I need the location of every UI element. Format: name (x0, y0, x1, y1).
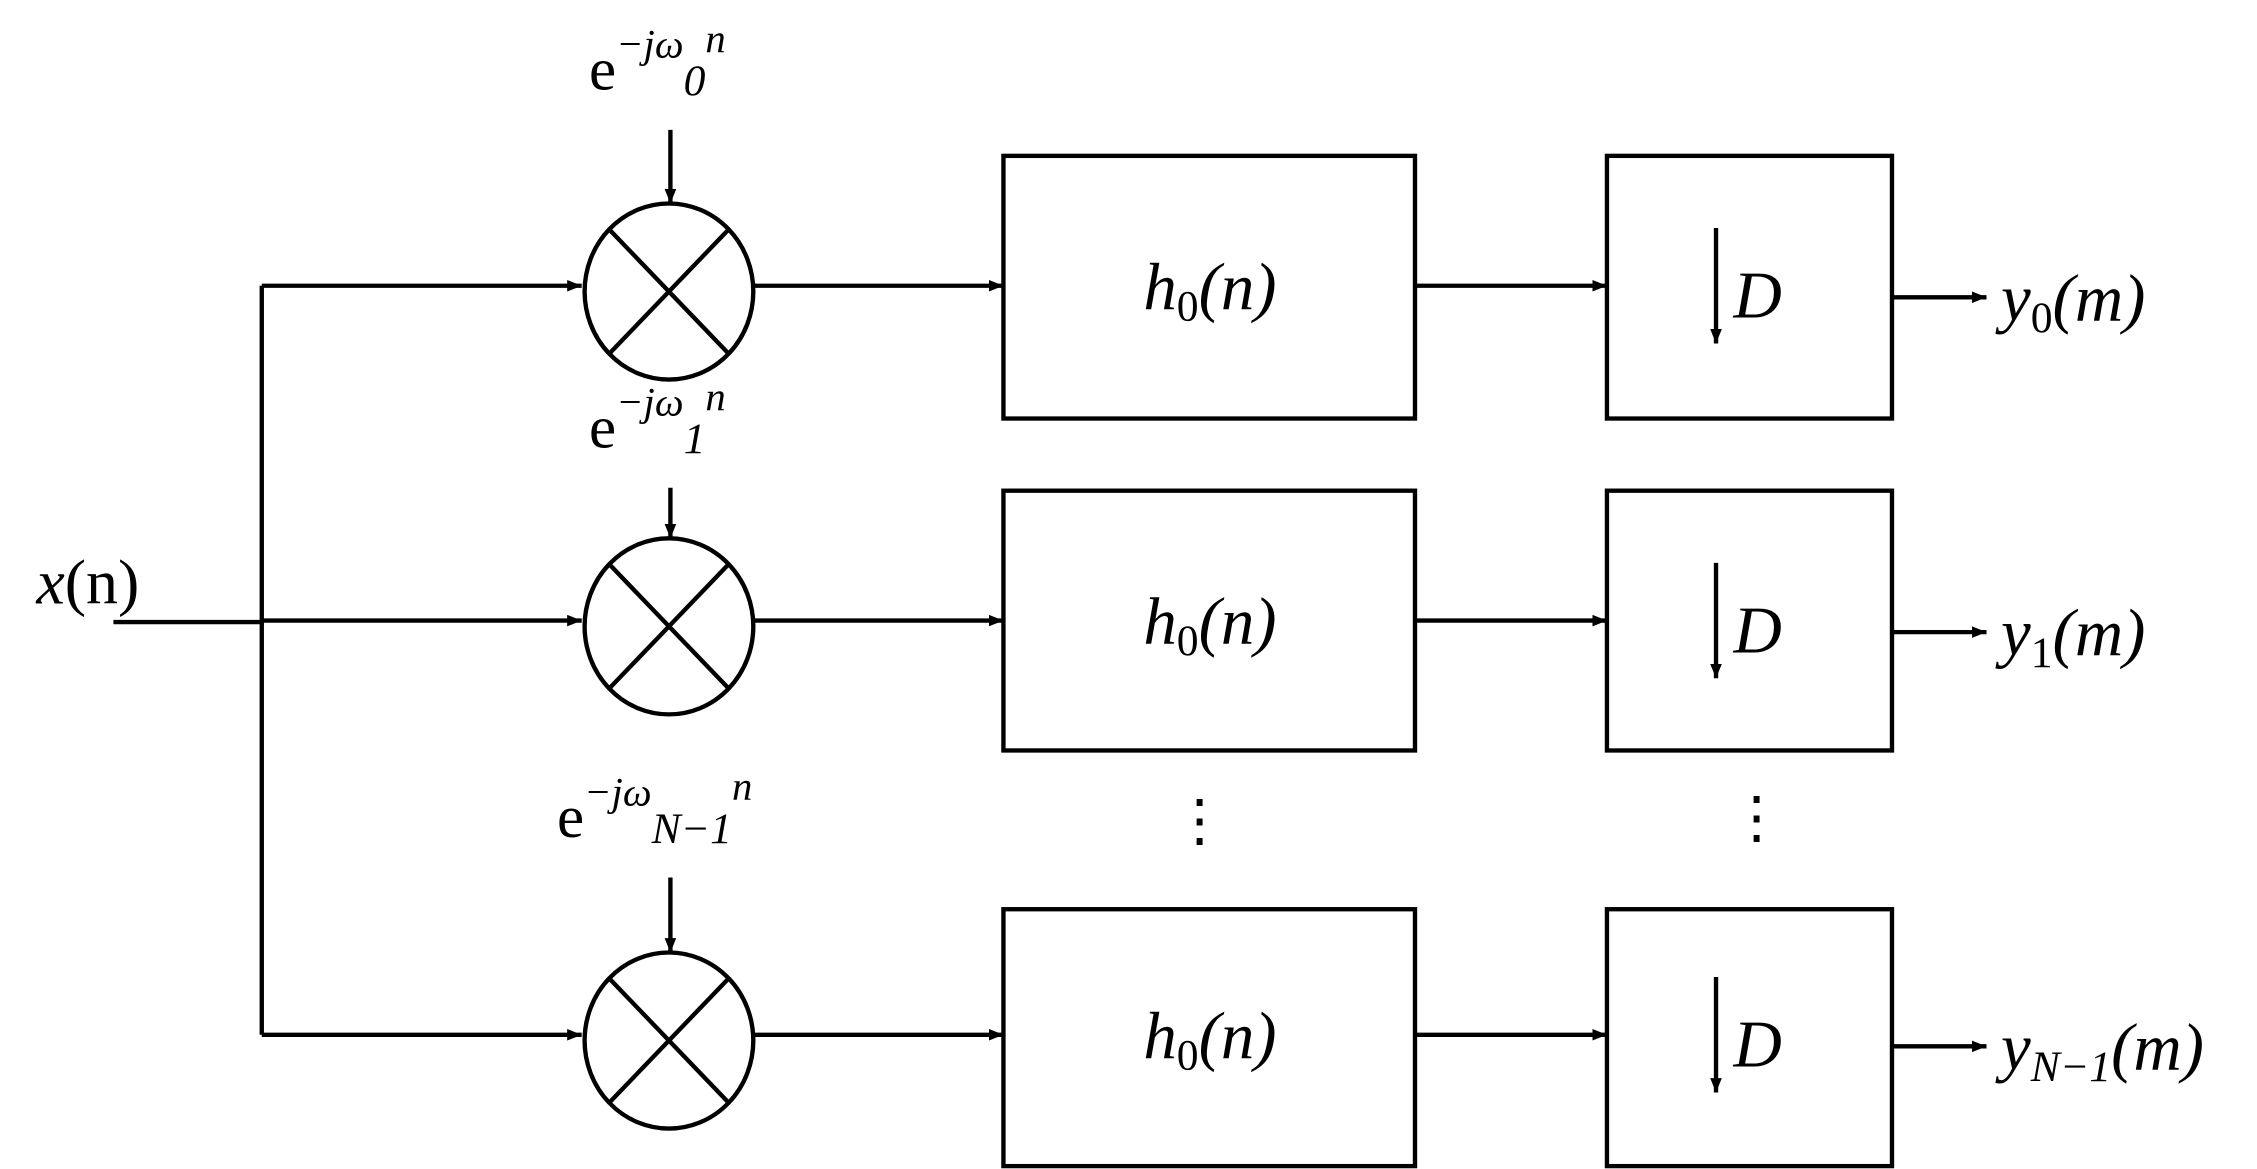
filter-label: h0(n) (1143, 586, 1276, 665)
filter-label: h0(n) (1143, 251, 1276, 330)
output-label: y1(m) (1995, 597, 2145, 676)
mixer-exponential-label: e−jω0n (589, 16, 726, 105)
filter-block (1001, 907, 1418, 1169)
decimator-block (1604, 488, 1895, 753)
ellipsis-filter: ⋮ (1171, 788, 1229, 853)
multiplier-cross-b (607, 562, 731, 690)
output-label: y0(m) (1995, 263, 2145, 342)
decimation-factor-label: D (1732, 595, 1781, 668)
mixer-exponential-label: e−jω1n (589, 374, 726, 463)
ellipsis-decimator: ⋮ (1728, 785, 1786, 850)
multiplier-cross-b (607, 977, 731, 1105)
output-label: yN−1(m) (1995, 1012, 2204, 1091)
multiplier-cross-b (607, 227, 731, 356)
mixer-exponential-label: e−jωN−1n (557, 764, 752, 853)
decimation-factor-label: D (1732, 260, 1781, 333)
decimation-factor-label: D (1732, 1009, 1781, 1082)
filter-label: h0(n) (1143, 1000, 1276, 1079)
decimator-block (1604, 907, 1895, 1169)
decimator-block (1604, 153, 1895, 421)
input-label: x(n) (35, 546, 139, 617)
